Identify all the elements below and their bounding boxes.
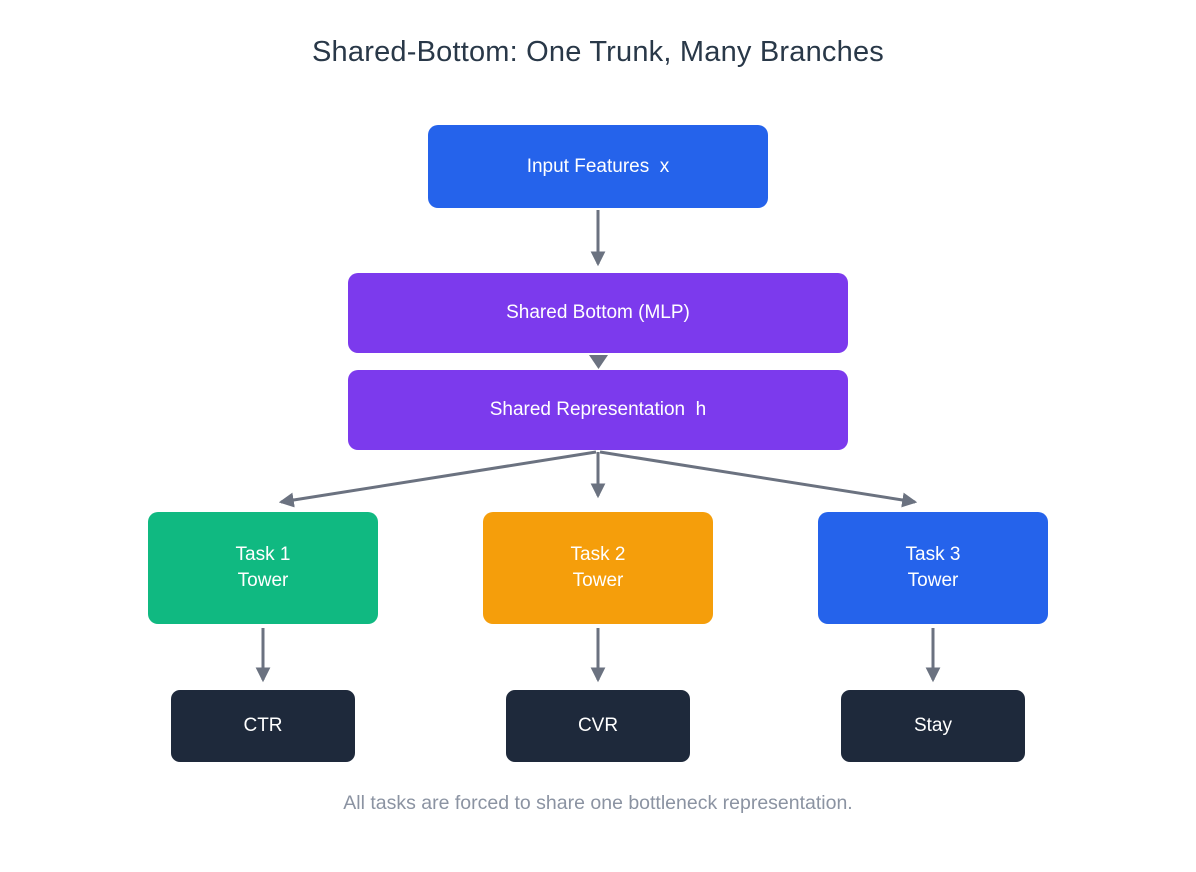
node-input-features-label: Input Features x <box>526 155 670 177</box>
node-shared-representation: Shared Representation h <box>348 370 848 450</box>
node-input-features: Input Features x <box>428 125 768 208</box>
node-output-stay: Stay <box>841 690 1025 762</box>
node-shared-representation-label: Shared Representation h <box>489 399 707 420</box>
node-shared-bottom-label: Shared Bottom (MLP) <box>506 302 690 323</box>
node-task3-tower: Task 3 Tower <box>818 512 1048 624</box>
node-task3-tower-label-line2: Tower <box>907 570 959 591</box>
node-output-ctr-label: CTR <box>243 715 283 736</box>
node-task2-tower: Task 2 Tower <box>483 512 713 624</box>
node-output-ctr: CTR <box>171 690 355 762</box>
node-task1-tower-label-line2: Tower <box>237 570 289 591</box>
node-task3-tower-label-line1: Task 3 <box>905 544 961 565</box>
arrow-representation-to-task1 <box>278 450 597 508</box>
node-task1-tower: Task 1 Tower <box>148 512 378 624</box>
node-output-stay-label: Stay <box>913 715 953 736</box>
arrow-shared-bottom-to-representation <box>589 355 608 369</box>
node-task1-tower-label-line1: Task 1 <box>235 544 291 565</box>
node-output-cvr-label: CVR <box>577 715 619 736</box>
node-task2-tower-label-line2: Tower <box>572 570 624 591</box>
node-task2-tower-label-line1: Task 2 <box>570 544 626 565</box>
node-shared-bottom: Shared Bottom (MLP) <box>348 273 848 353</box>
diagram-caption: All tasks are forced to share one bottle… <box>343 792 853 814</box>
node-output-cvr: CVR <box>506 690 690 762</box>
diagram-title: Shared-Bottom: One Trunk, Many Branches <box>312 36 884 68</box>
arrow-representation-to-task3 <box>599 450 918 508</box>
